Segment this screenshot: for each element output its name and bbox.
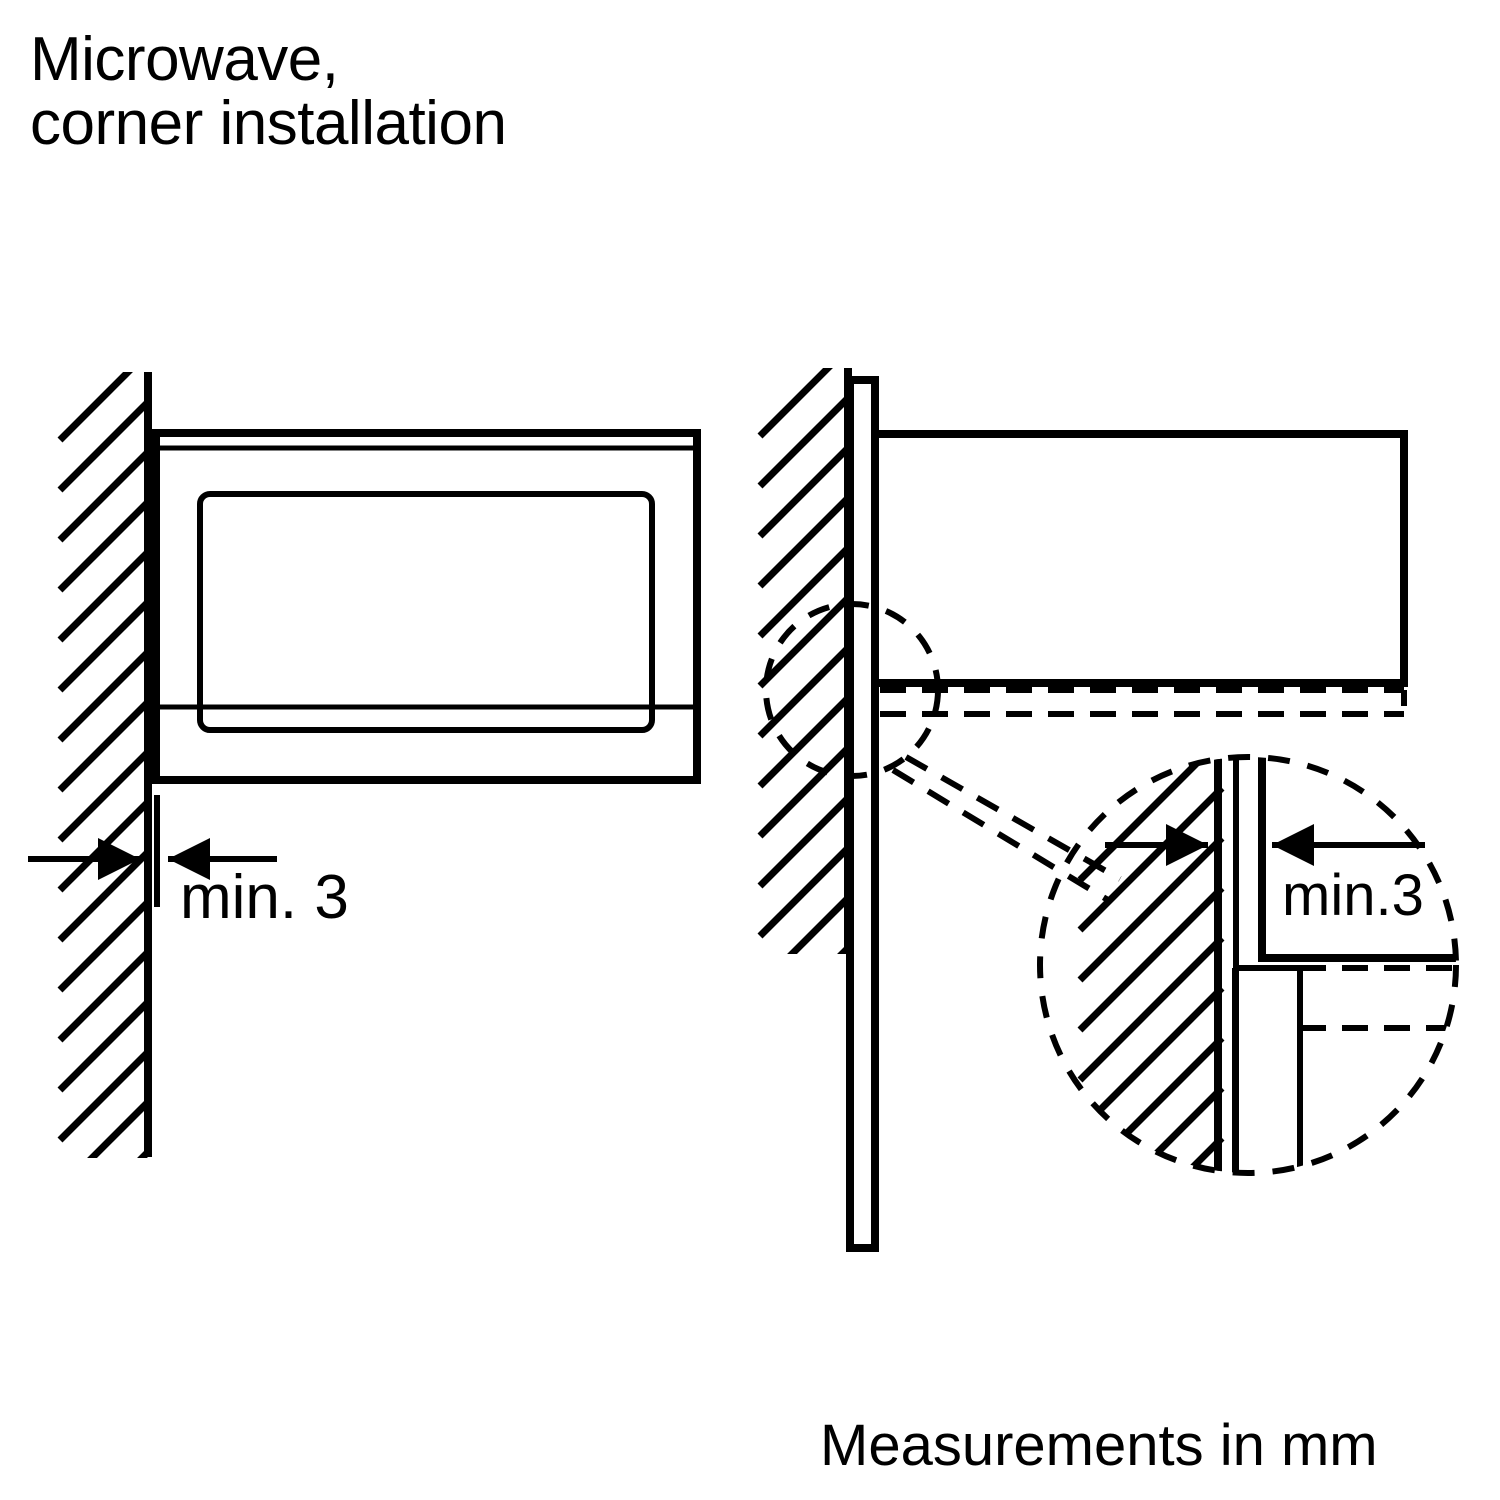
front-view-dimension-min3 [28, 795, 277, 907]
front-view-dimension-label: min. 3 [180, 863, 349, 932]
front-view-figure [28, 372, 701, 1158]
detail-magnified-view [1037, 754, 1459, 1176]
side-view-wall-hatching [757, 368, 852, 954]
page-title-line-2: corner installation [30, 88, 507, 158]
side-view-wall-panel [846, 376, 879, 1252]
microwave-front-body [152, 429, 701, 784]
detail-callout-leader-upper [904, 754, 1122, 882]
detail-callout-circle-large [1037, 754, 1459, 1176]
front-view-wall-hatching [57, 372, 152, 1158]
page-title-line-1: Microwave, [30, 25, 339, 94]
detail-callout-leader-lower [891, 767, 1110, 903]
detail-callout-circle-small [763, 601, 941, 779]
page-title: Microwave, corner installation [30, 25, 507, 158]
measurements-footer-note: Measurements in mm [820, 1413, 1378, 1478]
microwave-door-panel [197, 491, 655, 733]
detail-appliance-corner [1258, 757, 1456, 962]
microwave-side-body [875, 430, 1408, 687]
detail-dimension-label: min.3 [1282, 863, 1424, 928]
side-view-figure [757, 368, 1459, 1252]
